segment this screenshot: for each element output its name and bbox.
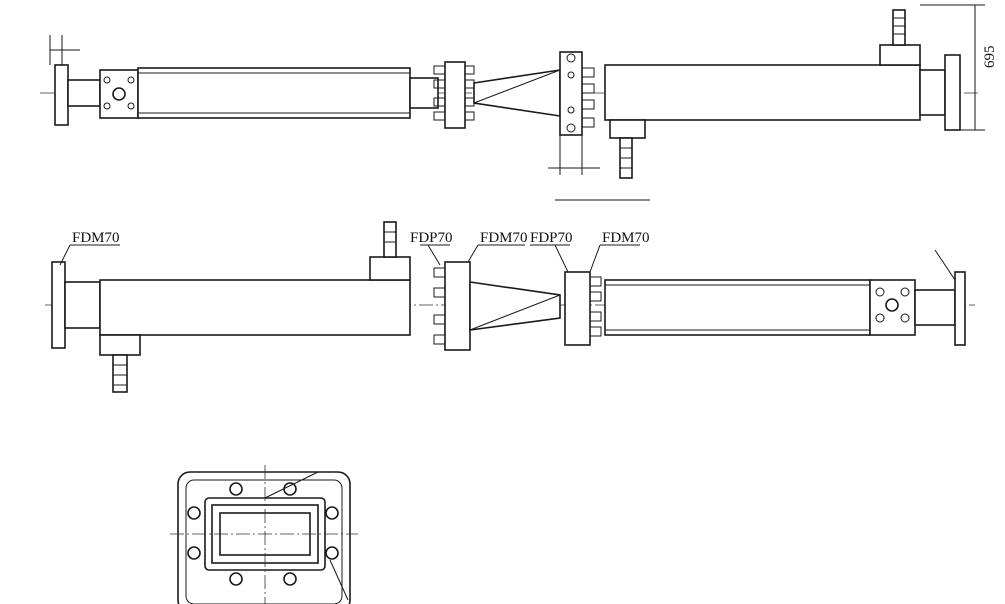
end-block [99, 69, 139, 119]
middle-assembly: FDM70 FDP70 FDM70 FDP70 FDM70 [45, 221, 975, 393]
flange-label-fdm70: FDM70 [72, 230, 120, 246]
flange-end-view [170, 465, 358, 604]
top-assembly: 695 [40, 4, 998, 201]
flange-label-fdp70: FDP70 [530, 230, 573, 246]
flange [444, 61, 466, 129]
flange-label-fdm70: FDM70 [602, 230, 650, 246]
flange-label-fdp70: FDP70 [410, 230, 453, 246]
flange-label-fdm70: FDM70 [480, 230, 528, 246]
dimension-label: 695 [982, 46, 998, 69]
